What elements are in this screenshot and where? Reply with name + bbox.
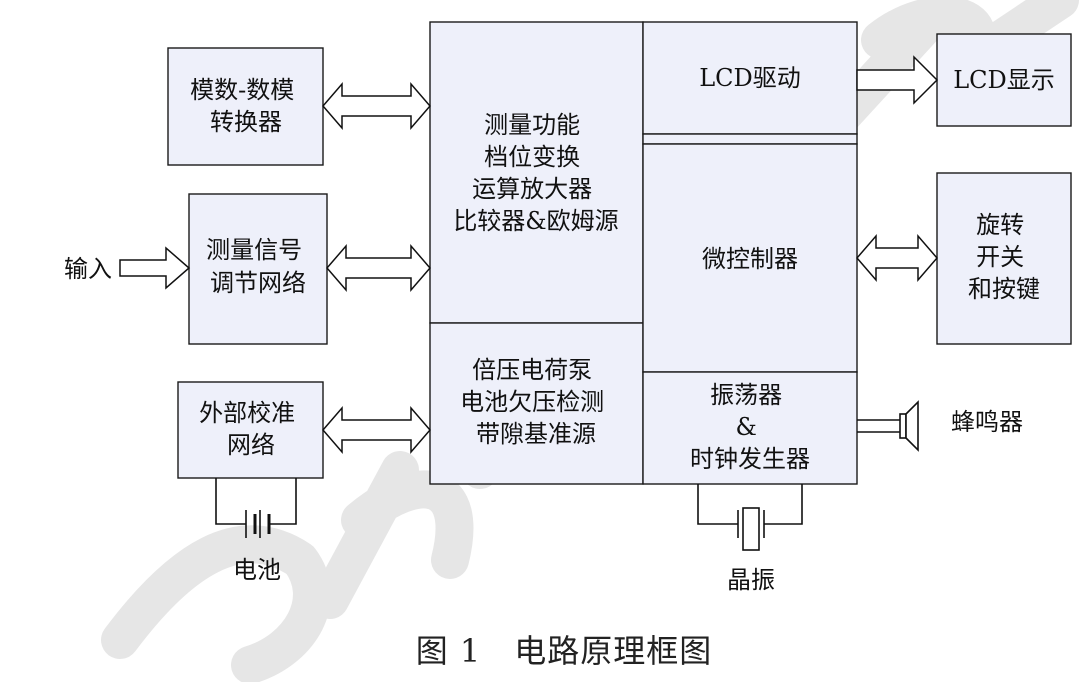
buzzer-label: 蜂鸣器: [951, 408, 1023, 436]
buzzer-icon: [857, 400, 919, 452]
figure-caption: 图 1 电路原理框图: [416, 632, 713, 670]
lcd-driver-label: LCD驱动: [699, 64, 801, 92]
adc-dac-block: [167, 47, 324, 166]
signal-bidirectional-arrow: [326, 243, 431, 293]
power-reference-block: [429, 322, 644, 485]
measurement-core-block: [429, 21, 644, 324]
ext-calibration-block: [177, 381, 324, 479]
ext-calibration-label: 外部校准 网络: [199, 399, 303, 459]
input-label: 输入: [64, 255, 112, 283]
measure-signal-block: [188, 193, 328, 345]
mcu-block: [642, 143, 858, 373]
adc-bidirectional-arrow: [322, 81, 431, 131]
oscillator-label: 振荡器 & 时钟发生器: [690, 381, 810, 473]
input-arrow: [119, 246, 191, 290]
lcd-driver-block: [642, 21, 858, 135]
calibration-bidirectional-arrow: [322, 405, 431, 455]
adc-dac-label: 模数-数模 转换器: [190, 76, 302, 136]
crystal-symbol: [697, 484, 803, 551]
measurement-core-label: 测量功能 档位变换 运算放大器 比较器&欧姆源: [453, 111, 618, 235]
separator-bar: [642, 133, 858, 145]
rotary-keys-label: 旋转 开关 和按键: [968, 211, 1040, 303]
lcd-display-label: LCD显示: [953, 66, 1055, 94]
keys-bidirectional-arrow: [856, 233, 938, 283]
crystal-label: 晶振: [727, 566, 775, 594]
measure-signal-label: 测量信号 调节网络: [206, 236, 310, 297]
mcu-label: 微控制器: [702, 245, 798, 273]
power-reference-label: 倍压电荷泵 电池欠压检测 带隙基准源: [460, 356, 612, 448]
battery-label: 电池: [233, 556, 281, 584]
battery-symbol: [215, 478, 297, 538]
lcd-output-arrow: [856, 55, 939, 105]
oscillator-block: [642, 371, 858, 485]
